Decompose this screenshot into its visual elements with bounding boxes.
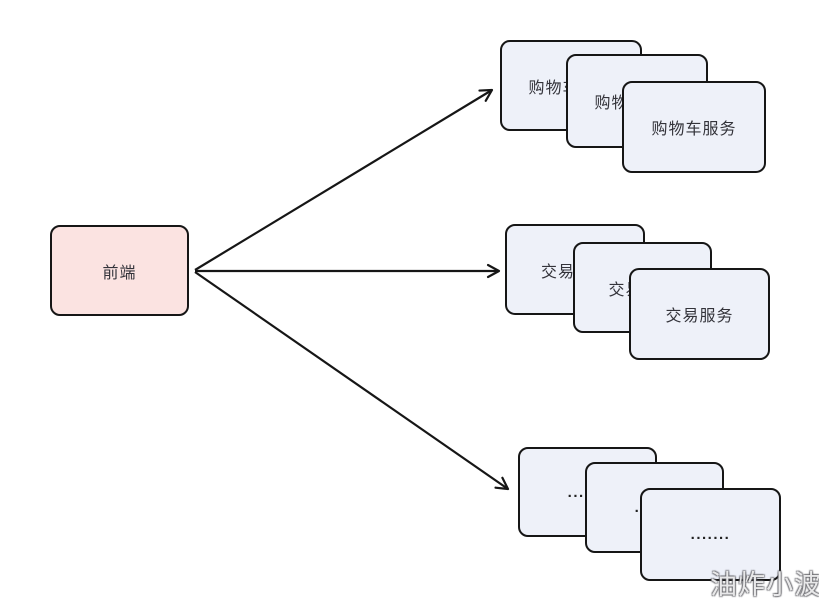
node-frontend: 前端	[50, 225, 189, 316]
node-frontend-label: 前端	[102, 264, 137, 282]
node-shopping-cart-service-front: 购物车服务	[622, 81, 766, 173]
node-label: 交易服务	[665, 308, 734, 325]
node-other-services-front: .......	[640, 488, 781, 581]
arrow-frontend-to-other	[194, 271, 510, 491]
node-label: 购物车服务	[651, 121, 737, 138]
node-label: .......	[690, 526, 731, 543]
watermark: 油炸小波	[710, 570, 819, 600]
node-trade-service-front: 交易服务	[629, 268, 770, 360]
arrow-frontend-to-shopping-cart	[194, 88, 494, 271]
